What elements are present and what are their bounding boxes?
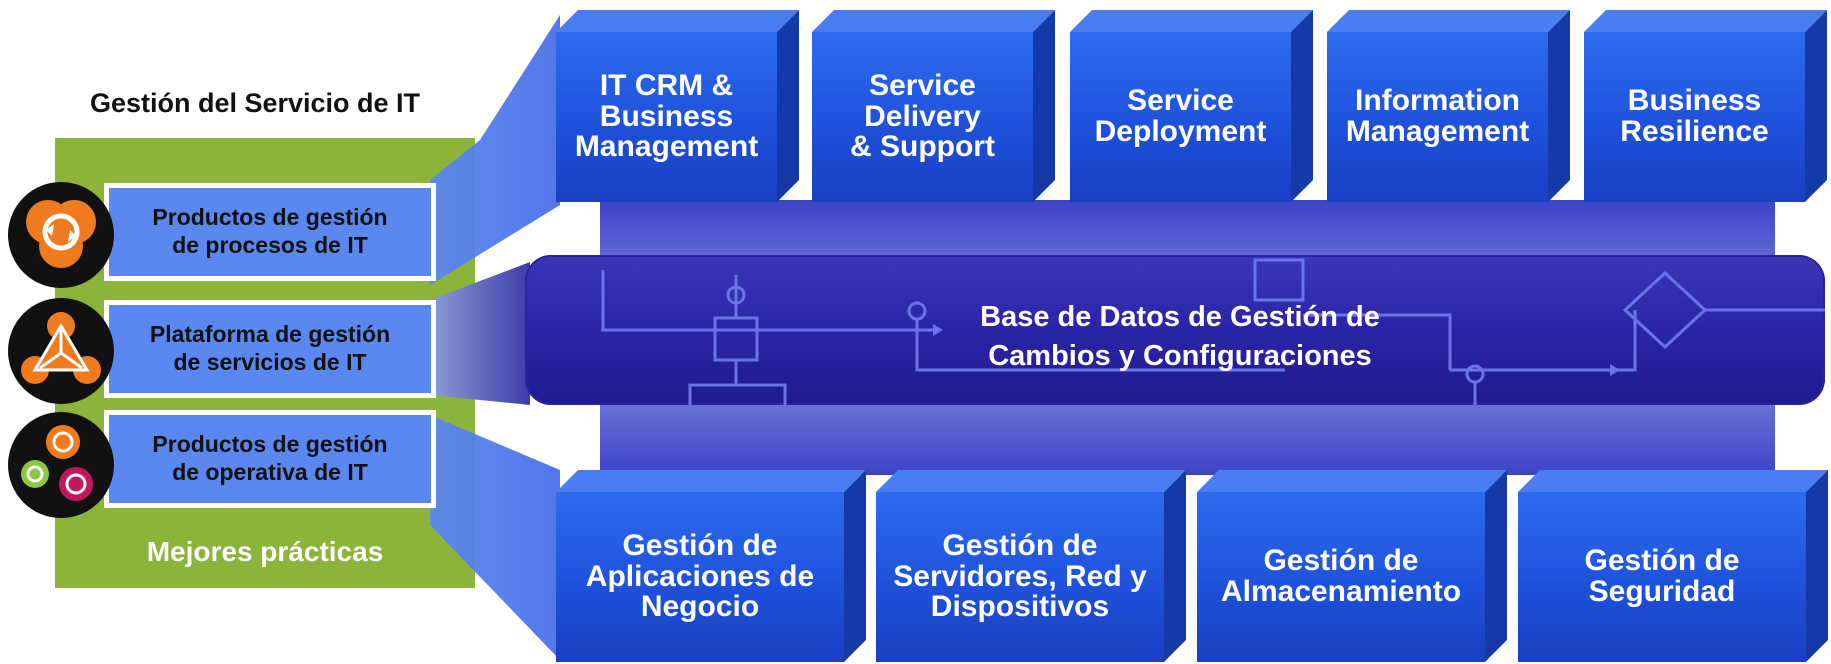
left-title: Gestión del Servicio de IT [89,88,421,118]
bottom-block-security: Gestión de Seguridad [1518,470,1828,662]
top-block-service-delivery: Service Delivery & Support [812,10,1055,202]
best-practices-label: Mejores prácticas [146,536,384,567]
top-block-service-deployment: Service Deployment [1070,10,1313,202]
process-products-box: Productos de gestión de procesos de IT [104,183,436,281]
bottom-block-servers: Gestión de Servidores, Red y Dispositivo… [876,470,1186,662]
operations-cycle-icon [8,412,114,518]
flowchart-decoration [601,258,1825,405]
top-block-information-management: Information Management [1327,10,1570,202]
cmdb-label: Base de Datos de Gestión de Cambios y Co… [980,301,1380,373]
operations-products-box: Productos de gestión de operativa de IT [104,410,436,508]
bottom-block-applications: Gestión de Aplicaciones de Negocio [556,470,866,662]
platform-box: Plataforma de gestión de servicios de IT [104,300,436,398]
top-block-business-resilience: Business Resilience [1584,10,1827,202]
triangle-network-icon [8,298,114,404]
top-block-it-crm: IT CRM & Business Management [556,10,799,202]
bottom-block-storage: Gestión de Almacenamiento [1197,470,1507,662]
process-cycle-icon [8,182,114,288]
